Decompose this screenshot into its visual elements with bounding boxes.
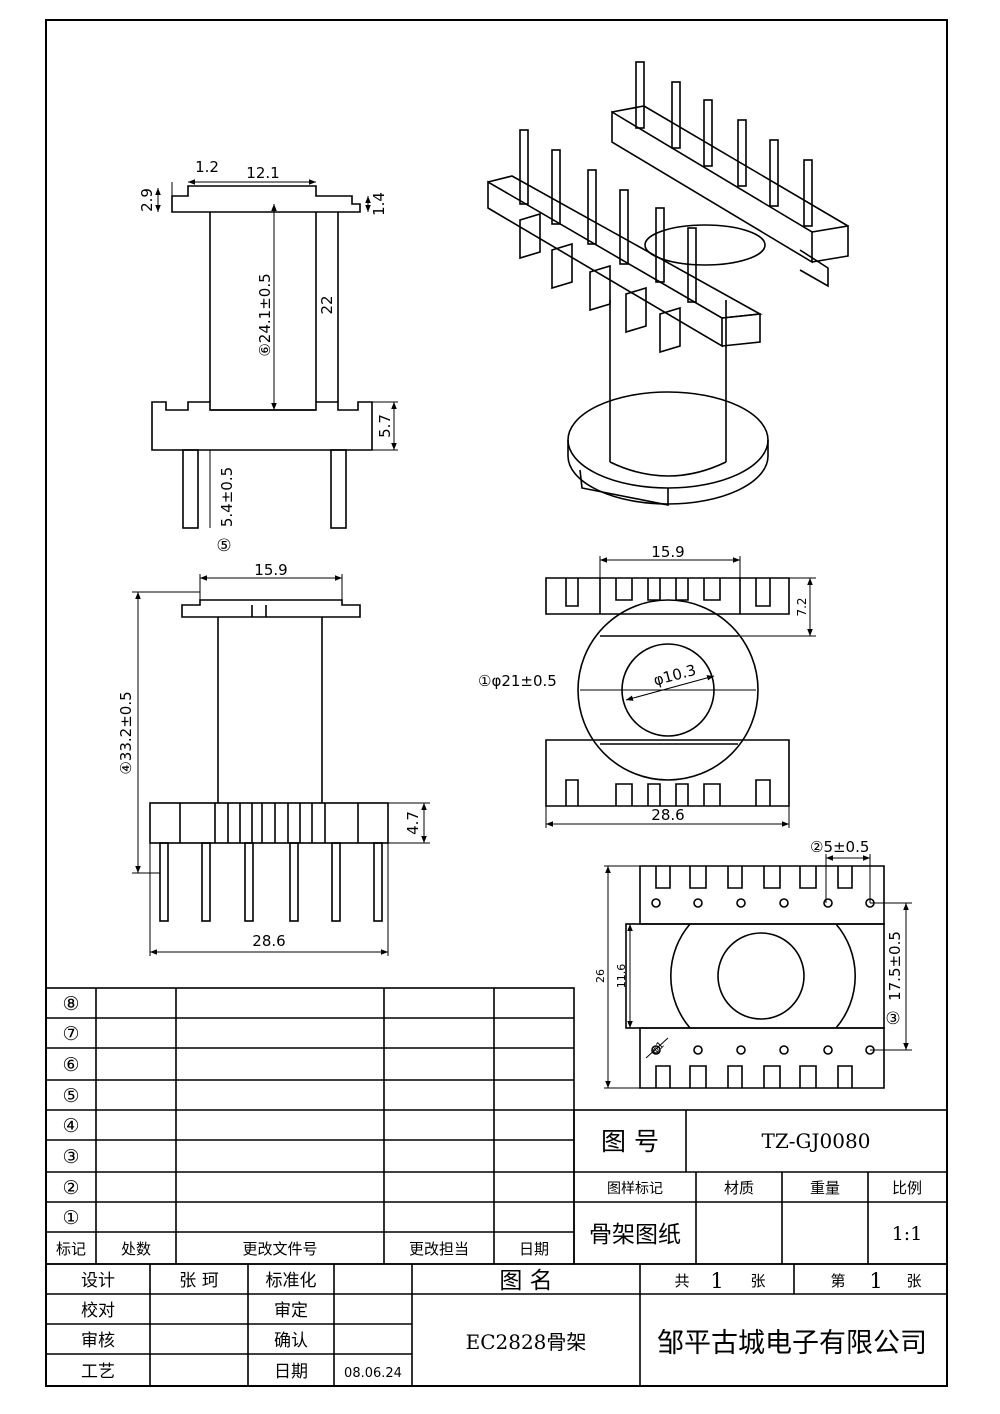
designer-name: 张 珂 bbox=[179, 1271, 218, 1291]
dim-pitch: ②5±0.5 bbox=[810, 838, 869, 856]
dim-plan-width-top: 15.9 bbox=[651, 543, 684, 561]
dim-top-step: 1.2 bbox=[195, 158, 219, 176]
date-value: 08.06.24 bbox=[344, 1366, 402, 1381]
revision-mark-2: ② bbox=[62, 1177, 79, 1199]
total-sheets: 1 bbox=[710, 1269, 723, 1293]
dim-bottom-116: 11.6 bbox=[615, 964, 628, 989]
dim-inner-22: 22 bbox=[318, 295, 336, 314]
dim-inner-dia: φ10.3 bbox=[651, 661, 697, 690]
revision-mark-6: ⑥ bbox=[62, 1054, 79, 1076]
dim-bottom-26: 26 bbox=[594, 969, 607, 983]
dim-plan-width-bottom: 28.6 bbox=[651, 806, 684, 824]
label-drawing-mark: 图样标记 bbox=[607, 1181, 663, 1197]
label-index: 第 bbox=[830, 1272, 845, 1290]
dim-row-span-mark: ③ bbox=[885, 1009, 900, 1029]
dim-front-width: 15.9 bbox=[254, 561, 287, 579]
label-drawing-name: 图 名 bbox=[499, 1268, 552, 1294]
front-view bbox=[132, 574, 430, 956]
label-confirm: 确认 bbox=[274, 1331, 308, 1351]
label-material: 材质 bbox=[724, 1179, 754, 1197]
dim-outer-dia: ①φ21±0.5 bbox=[478, 672, 557, 690]
label-scale: 比例 bbox=[892, 1179, 922, 1197]
part-name: EC2828骨架 bbox=[466, 1330, 587, 1354]
label-date: 日期 bbox=[274, 1362, 308, 1382]
label-check: 校对 bbox=[81, 1301, 115, 1321]
dim-base-width: 28.6 bbox=[252, 932, 285, 950]
drawing-type: 骨架图纸 bbox=[589, 1222, 681, 1248]
label-total: 共 bbox=[674, 1272, 689, 1290]
dim-plan-height: 7.2 bbox=[795, 597, 809, 616]
dim-pin-length: 5.4±0.5 bbox=[218, 467, 236, 527]
label-review: 审核 bbox=[81, 1331, 115, 1351]
rev-header-mark: 标记 bbox=[56, 1240, 86, 1258]
revision-mark-5: ⑤ bbox=[62, 1085, 79, 1107]
label-standardization: 标准化 bbox=[266, 1271, 317, 1291]
rev-header-count: 处数 bbox=[121, 1240, 151, 1258]
label-design: 设计 bbox=[81, 1271, 115, 1291]
dim-pin-mark: ⑤ bbox=[216, 536, 231, 556]
dim-flange-left: 2.9 bbox=[138, 188, 156, 212]
dim-total-height: ④33.2±0.5 bbox=[117, 691, 135, 774]
revision-mark-1: ① bbox=[62, 1207, 79, 1229]
sheet-index: 1 bbox=[869, 1269, 882, 1293]
revision-mark-8: ⑧ bbox=[62, 993, 79, 1015]
dim-base-57: 5.7 bbox=[376, 414, 394, 438]
revision-mark-7: ⑦ bbox=[62, 1023, 79, 1045]
label-process: 工艺 bbox=[81, 1362, 115, 1382]
rev-header-date: 日期 bbox=[519, 1240, 549, 1258]
scale-value: 1:1 bbox=[892, 1223, 923, 1245]
revision-mark-3: ③ bbox=[62, 1146, 79, 1168]
dim-base-47: 4.7 bbox=[404, 811, 422, 835]
rev-header-file: 更改文件号 bbox=[242, 1240, 317, 1258]
rev-header-owner: 更改担当 bbox=[409, 1240, 469, 1258]
title-block: ⑧ ⑦ ⑥ ⑤ ④ ③ ② ① 标记 处数 更改文件号 更改担当 日期 图 号 … bbox=[45, 987, 948, 1387]
plan-view bbox=[545, 556, 816, 828]
dim-pin-hole: φ1 bbox=[650, 1040, 667, 1057]
label-approve: 审定 bbox=[274, 1301, 308, 1321]
dim-row-span: 17.5±0.5 bbox=[886, 931, 904, 1001]
label-sheets-1: 张 bbox=[750, 1272, 765, 1290]
revision-mark-4: ④ bbox=[62, 1115, 79, 1137]
company-name: 邹平古城电子有限公司 bbox=[657, 1328, 927, 1359]
label-weight: 重量 bbox=[810, 1179, 840, 1197]
dim-height-6: ⑥24.1±0.5 bbox=[256, 273, 274, 356]
side-view bbox=[151, 179, 398, 529]
dim-top-width: 12.1 bbox=[246, 164, 279, 182]
drawing-number: TZ-GJ0080 bbox=[762, 1129, 871, 1153]
isometric-view bbox=[487, 61, 849, 506]
bottom-view bbox=[604, 854, 912, 1089]
dim-flange-right: 1.4 bbox=[370, 192, 388, 216]
drawing-no-label: 图 号 bbox=[601, 1127, 659, 1156]
label-sheets-2: 张 bbox=[906, 1272, 921, 1290]
